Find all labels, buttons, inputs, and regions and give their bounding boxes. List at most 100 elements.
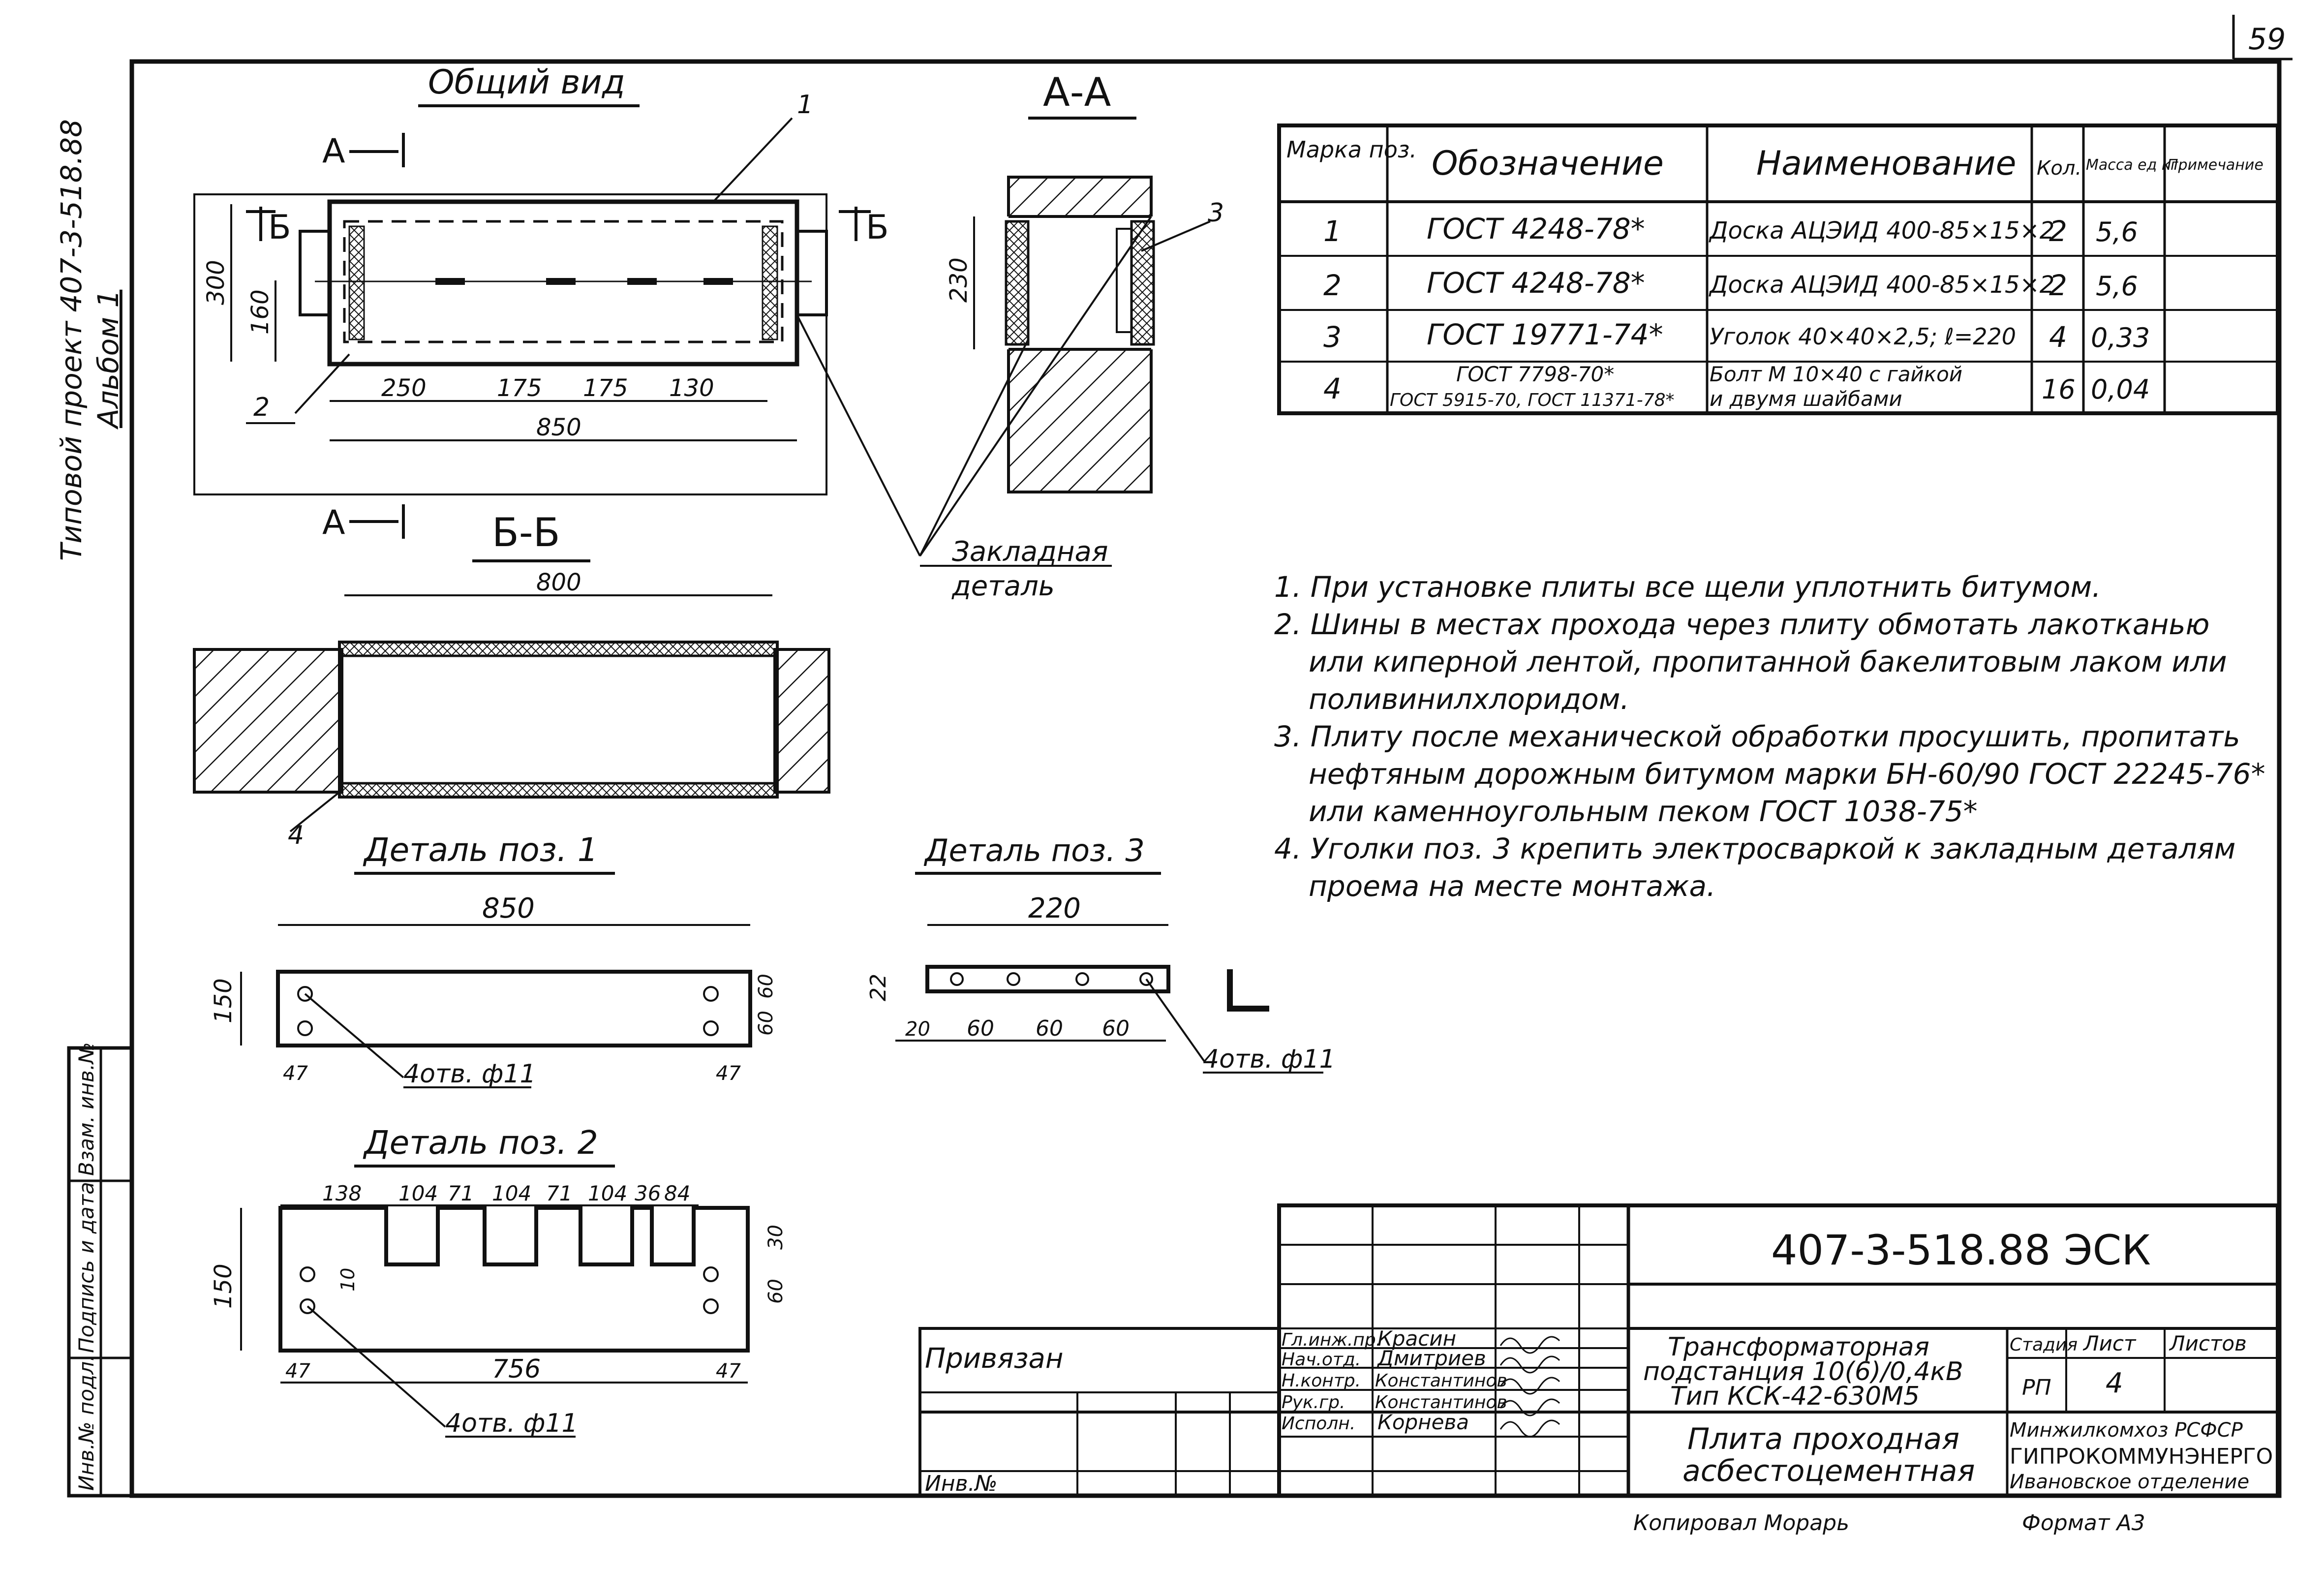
stage-header: Стадия bbox=[2010, 1335, 2078, 1355]
callout-4: 4 bbox=[288, 821, 304, 850]
dim-d3-60c: 60 bbox=[1102, 1016, 1130, 1041]
page-number: 59 bbox=[2248, 22, 2286, 57]
dim-d2-104b: 104 bbox=[492, 1181, 531, 1205]
dim-gv-160: 160 bbox=[246, 289, 274, 335]
dim-d2-84: 84 bbox=[664, 1181, 690, 1205]
margin-project-label: Типовой проект 407-3-518.88 bbox=[55, 119, 88, 561]
r2-mass: 5,6 bbox=[2096, 271, 2138, 302]
name-4: Константинов bbox=[1375, 1392, 1507, 1413]
r1-pos: 1 bbox=[1323, 215, 1342, 248]
signature-1 bbox=[1499, 1336, 1560, 1354]
stage-value: РП bbox=[2022, 1375, 2051, 1400]
d2-holes-label: 4отв. ф11 bbox=[445, 1409, 578, 1438]
th-note: Примечание bbox=[2167, 156, 2263, 174]
dim-gv-250: 250 bbox=[381, 374, 427, 402]
name-5: Корнева bbox=[1377, 1410, 1469, 1434]
project-line2: подстанция 10(6)/0,4кВ bbox=[1643, 1357, 1963, 1386]
project-line3: Тип КСК-42-630М5 bbox=[1670, 1382, 1920, 1411]
embedded-part-l1: Закладная bbox=[952, 536, 1108, 568]
spec-table: Марка поз. Обозначение Наименование Кол.… bbox=[1277, 123, 2280, 415]
dim-d3-220: 220 bbox=[1028, 892, 1081, 924]
th-qty: Кол. bbox=[2037, 157, 2081, 180]
th-name: Наименование bbox=[1756, 144, 2016, 183]
section-bb: Б-Б 800 4 bbox=[193, 510, 830, 850]
dim-d2-71b: 71 bbox=[546, 1181, 572, 1205]
cut-b-right: Б bbox=[866, 208, 889, 247]
sheet-value: 4 bbox=[2106, 1367, 2123, 1399]
stamp-inv-label: Инв.№ подл. bbox=[74, 1355, 98, 1491]
r2-name: Доска АЦЭИД 400-85×15×2 bbox=[1709, 271, 2054, 299]
margin-album-label: Альбом 1 bbox=[92, 290, 125, 430]
note-1: 1. При установке плиты все щели уплотнит… bbox=[1274, 570, 2101, 604]
page-number-box: 59 bbox=[2232, 15, 2293, 61]
sheet-title-line1: Плита проходная bbox=[1687, 1422, 1959, 1456]
signature-2 bbox=[1499, 1355, 1560, 1374]
dim-gv-850: 850 bbox=[536, 414, 581, 441]
dim-d1-850: 850 bbox=[482, 892, 535, 924]
dim-d2-756: 756 bbox=[492, 1354, 541, 1384]
r2-designation: ГОСТ 4248-78* bbox=[1427, 266, 1645, 300]
stamp-sign-label: Подпись и дата bbox=[74, 1182, 98, 1353]
general-view: Общий вид А А Б Б 300 bbox=[193, 63, 889, 542]
angle-profile-icon bbox=[1227, 969, 1269, 1012]
dim-d1-60a: 60 bbox=[755, 974, 777, 999]
dim-gv-130: 130 bbox=[669, 374, 714, 402]
detail-2: Деталь поз. 2 138 104 71 104 71 104 36 8… bbox=[210, 1124, 787, 1438]
dim-d2-10: 10 bbox=[337, 1268, 359, 1292]
signature-5 bbox=[1499, 1419, 1560, 1438]
dim-d3-60a: 60 bbox=[967, 1016, 994, 1041]
dim-d3-20: 20 bbox=[905, 1018, 930, 1041]
dim-gv-175b: 175 bbox=[583, 374, 628, 402]
bb-wall-right bbox=[773, 648, 830, 794]
dim-bb-800: 800 bbox=[536, 569, 581, 596]
section-aa-title: А-А bbox=[1043, 69, 1111, 115]
r4-mass: 0,04 bbox=[2091, 374, 2150, 405]
dim-d2-47a: 47 bbox=[285, 1360, 310, 1383]
note-3-cont-b: или каменноугольным пеком ГОСТ 1038-75* bbox=[1309, 795, 1978, 828]
section-aa: А-А 230 3 Закладная деталь bbox=[796, 69, 1224, 602]
bb-wall-left bbox=[193, 648, 343, 794]
note-3-cont-a: нефтяным дорожным битумом марки БН-60/90… bbox=[1309, 757, 2265, 791]
r2-pos: 2 bbox=[1323, 269, 1342, 302]
section-bb-title: Б-Б bbox=[492, 510, 560, 555]
role-5: Исполн. bbox=[1282, 1414, 1355, 1434]
detail-3: Деталь поз. 3 220 22 20 60 60 60 4отв. ф… bbox=[866, 832, 1336, 1074]
org-line1: Минжилкомхоз РСФСР bbox=[2010, 1419, 2243, 1442]
org-line2: ГИПРОКОММУНЭНЕРГО bbox=[2010, 1444, 2273, 1469]
dim-d2-138: 138 bbox=[322, 1181, 362, 1205]
dim-d1-60b: 60 bbox=[755, 1011, 777, 1036]
dim-d2-47b: 47 bbox=[716, 1360, 741, 1383]
inv-no-label: Инв.№ bbox=[925, 1471, 997, 1496]
sheet-header: Лист bbox=[2082, 1331, 2137, 1355]
sheets-header: Листов bbox=[2169, 1331, 2247, 1355]
name-3: Константинов bbox=[1375, 1371, 1507, 1391]
note-2-cont-a: или киперной лентой, пропитанной бакелит… bbox=[1309, 645, 2227, 678]
signature-4 bbox=[1499, 1398, 1560, 1416]
doc-code: 407-3-518.88 ЭСК bbox=[1771, 1226, 2151, 1274]
title-block: Привязан Инв.№ Гл.инж.пр. Красин Нач.отд… bbox=[918, 1203, 2280, 1498]
dim-d2-104a: 104 bbox=[398, 1181, 438, 1205]
r4-name-1: Болт М 10×40 с гайкой bbox=[1710, 362, 1962, 386]
detail3-title: Деталь поз. 3 bbox=[923, 832, 1145, 868]
cut-a-top: А bbox=[322, 132, 345, 171]
r4-designation-1: ГОСТ 7798-70* bbox=[1456, 362, 1614, 386]
copied-by: Копировал Морарь bbox=[1633, 1510, 1849, 1536]
note-4-cont: проема на месте монтажа. bbox=[1309, 869, 1716, 903]
dim-gv-300: 300 bbox=[202, 260, 230, 305]
dim-d3-22: 22 bbox=[866, 974, 891, 1001]
sheet-title-line2: асбестоцементная bbox=[1682, 1454, 1975, 1488]
detail1-title: Деталь поз. 1 bbox=[363, 831, 598, 869]
r3-qty: 4 bbox=[2049, 320, 2067, 354]
r3-designation: ГОСТ 19771-74* bbox=[1427, 318, 1663, 351]
stamp-vzam-label: Взам. инв.№ bbox=[74, 1042, 98, 1176]
r2-qty: 2 bbox=[2049, 269, 2067, 302]
role-2: Нач.отд. bbox=[1282, 1350, 1361, 1370]
note-4: 4. Уголки поз. 3 крепить электросваркой … bbox=[1274, 832, 2236, 865]
dim-d1-47b: 47 bbox=[716, 1062, 741, 1085]
r1-qty: 2 bbox=[2049, 215, 2067, 248]
dim-d2-60: 60 bbox=[764, 1279, 787, 1304]
dim-d2-71a: 71 bbox=[448, 1181, 474, 1205]
left-margin-text: Типовой проект 407-3-518.88 Альбом 1 bbox=[55, 119, 125, 561]
callout-3: 3 bbox=[1208, 198, 1224, 228]
general-view-title: Общий вид bbox=[428, 63, 625, 102]
